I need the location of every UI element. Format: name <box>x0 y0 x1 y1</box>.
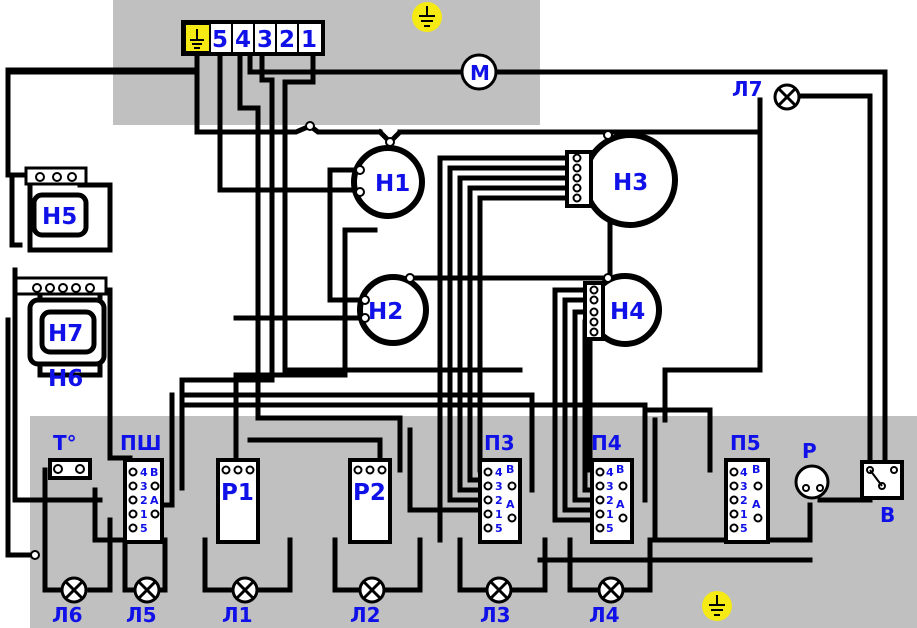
terminal-block: 5 4 3 2 1 <box>181 20 325 56</box>
relay-r2-label: Р2 <box>353 480 386 506</box>
terminal-pin-5: 5 <box>212 27 228 53</box>
lamp-l2: Л2 <box>350 576 386 627</box>
lamp-l4: Л4 <box>589 576 625 627</box>
ground-icon <box>412 2 442 32</box>
lamp-l4-label: Л4 <box>589 603 620 627</box>
switch-p4: П4 4 3 2 1 5 В А <box>590 431 634 544</box>
svg-text:4: 4 <box>606 466 614 479</box>
switch-psh-label: ПШ <box>120 431 161 455</box>
heater-h6: Н7 Н6 <box>14 276 108 392</box>
svg-text:В: В <box>752 463 760 476</box>
lamp-l7-label: Л7 <box>732 77 763 101</box>
svg-text:3: 3 <box>606 480 614 493</box>
heater-h7-label: Н7 <box>48 321 83 347</box>
relay-r: Р <box>794 439 830 500</box>
terminal-pin-1: 1 <box>301 27 317 53</box>
switch-p4-label: П4 <box>591 431 622 455</box>
lamp-l1-label: Л1 <box>222 603 253 627</box>
svg-text:1: 1 <box>140 508 148 521</box>
heater-h2-label: Н2 <box>368 299 403 325</box>
lamp-l7: Л7 <box>732 77 801 111</box>
switch-psh-pins: 4 3 2 1 5 В А <box>128 466 160 535</box>
heater-h3-label: Н3 <box>613 170 648 196</box>
relay-r2: Р2 <box>348 458 392 544</box>
relay-r1: Р1 <box>216 458 260 544</box>
thermostat: Т° <box>48 431 92 480</box>
lamp-l6: Л6 <box>52 576 88 627</box>
lamp-l2-label: Л2 <box>350 603 381 627</box>
switch-p5-label: П5 <box>730 431 761 455</box>
switch-p5: П5 4 3 2 1 5 В А <box>724 431 770 544</box>
heater-h4: Н4 <box>583 273 662 347</box>
heater-h2: Н2 <box>357 273 429 346</box>
relay-r1-label: Р1 <box>221 480 254 506</box>
heater-h5: Н5 <box>24 166 89 238</box>
lamp-l5-label: Л5 <box>126 603 157 627</box>
svg-text:1: 1 <box>740 508 748 521</box>
svg-text:5: 5 <box>140 522 148 535</box>
wiring <box>5 51 888 593</box>
svg-text:А: А <box>752 498 761 511</box>
svg-text:5: 5 <box>495 522 503 535</box>
switch-psh: ПШ 4 3 2 1 5 В А <box>120 431 164 544</box>
junction-dots <box>30 121 395 560</box>
heater-h5-label: Н5 <box>42 204 77 230</box>
svg-text:2: 2 <box>495 494 503 507</box>
svg-text:2: 2 <box>140 494 148 507</box>
switch-p3-label: П3 <box>484 431 515 455</box>
svg-text:5: 5 <box>740 522 748 535</box>
terminal-pin-3: 3 <box>257 27 273 53</box>
svg-text:А: А <box>150 494 159 507</box>
ground-icon <box>702 591 732 621</box>
lamp-l1: Л1 <box>222 576 259 627</box>
svg-text:4: 4 <box>495 466 503 479</box>
svg-text:4: 4 <box>740 466 748 479</box>
terminal-pin-2: 2 <box>279 27 295 53</box>
svg-text:2: 2 <box>606 494 614 507</box>
svg-text:5: 5 <box>606 522 614 535</box>
svg-text:А: А <box>506 498 515 511</box>
svg-text:4: 4 <box>140 466 148 479</box>
svg-text:1: 1 <box>606 508 614 521</box>
svg-text:2: 2 <box>740 494 748 507</box>
svg-text:3: 3 <box>140 480 148 493</box>
lamp-l6-label: Л6 <box>52 603 83 627</box>
svg-text:В: В <box>150 466 158 479</box>
switch-p3: П3 4 3 2 1 5 В А <box>478 431 522 544</box>
lamp-l3-label: Л3 <box>480 603 511 627</box>
lamp-l5: Л5 <box>126 576 161 627</box>
svg-text:В: В <box>506 463 514 476</box>
lamp-l3: Л3 <box>480 576 513 627</box>
motor-label: М <box>470 61 490 85</box>
heater-h6-label: Н6 <box>48 366 83 392</box>
relay-r-label: Р <box>802 439 817 463</box>
svg-text:1: 1 <box>495 508 503 521</box>
terminal-pin-4: 4 <box>235 27 251 53</box>
svg-text:3: 3 <box>740 480 748 493</box>
heater-h4-label: Н4 <box>610 299 645 325</box>
block-b: В <box>860 460 904 527</box>
heater-h7 <box>39 309 97 355</box>
thermostat-label: Т° <box>53 431 77 455</box>
motor: М <box>460 53 498 91</box>
ground-icon <box>190 29 204 49</box>
svg-text:3: 3 <box>495 480 503 493</box>
svg-text:В: В <box>616 463 624 476</box>
svg-text:А: А <box>616 498 625 511</box>
block-b-label: В <box>880 503 895 527</box>
heater-h1: Н1 <box>351 145 425 219</box>
heater-h3: Н3 <box>565 130 678 228</box>
heater-h1-label: Н1 <box>375 171 410 197</box>
